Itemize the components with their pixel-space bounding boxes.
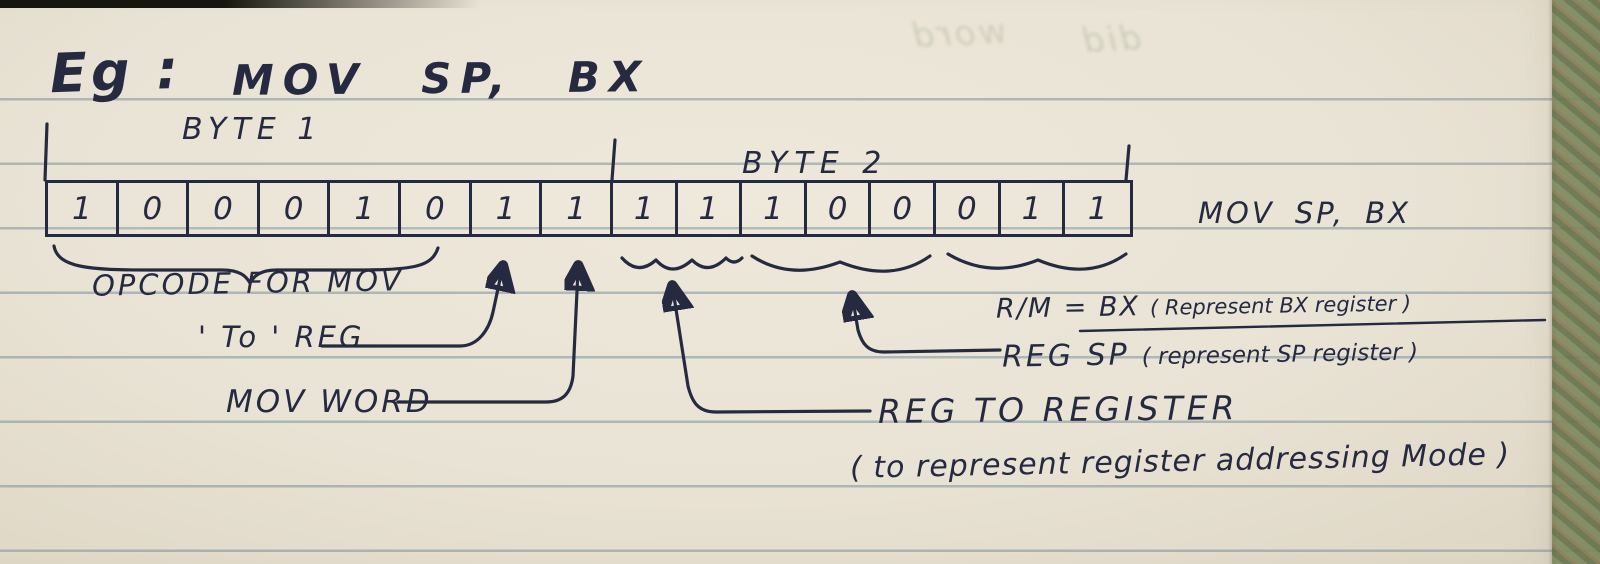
reg-sp-label: REG SP (1001, 337, 1131, 375)
reg-to-register-annotation: REG TO REGISTER (877, 388, 1239, 431)
bit-cell: 0 (189, 183, 260, 234)
byte1-label: BYTE 1 (182, 112, 323, 147)
bit-cell: 0 (401, 183, 472, 234)
bit-cell: 1 (742, 183, 807, 234)
rm-bx-label: R/M = BX (995, 291, 1141, 325)
ink-bleed-through-text: word (909, 11, 1008, 57)
bit-cell: 1 (472, 183, 543, 234)
bit-row: 1 0 0 0 1 0 1 1 1 1 1 0 0 0 1 1 (45, 180, 1133, 237)
row-caption: MOV SP, BX (1198, 196, 1412, 230)
opcode-annotation: OPCODE FOR MOV (91, 263, 405, 303)
byte2-label: BYTE 2 (742, 146, 889, 181)
bit-cell: 0 (936, 183, 1001, 234)
bit-cell: 1 (1001, 183, 1066, 234)
reg-sp-annotation: REG SP ( represent SP register ) (1002, 332, 1419, 374)
fabric-background-strip (1552, 0, 1600, 564)
to-reg-annotation: ' To ' REG (198, 320, 365, 354)
bit-cell: 1 (678, 183, 743, 234)
bit-cell: 0 (260, 183, 331, 234)
rm-bx-note: ( Represent BX register ) (1149, 291, 1412, 320)
reg-sp-note: ( represent SP register ) (1141, 339, 1419, 371)
bit-cell: 0 (807, 183, 872, 234)
table-edge-shadow (0, 0, 1600, 8)
bit-cell: 0 (119, 183, 190, 234)
example-label: Eg : (48, 37, 183, 106)
mov-word-annotation: MOV WORD (226, 384, 433, 420)
bit-cell: 1 (542, 183, 613, 234)
ink-bleed-through-text: did (1078, 18, 1143, 62)
bit-cell: 1 (330, 183, 402, 234)
bit-cell: 1 (613, 183, 678, 234)
bit-cell: 1 (1087, 190, 1108, 227)
bit-cell: 0 (871, 183, 937, 234)
instruction-title: MOV SP, BX (231, 52, 651, 105)
bit-cell: 1 (48, 183, 119, 234)
